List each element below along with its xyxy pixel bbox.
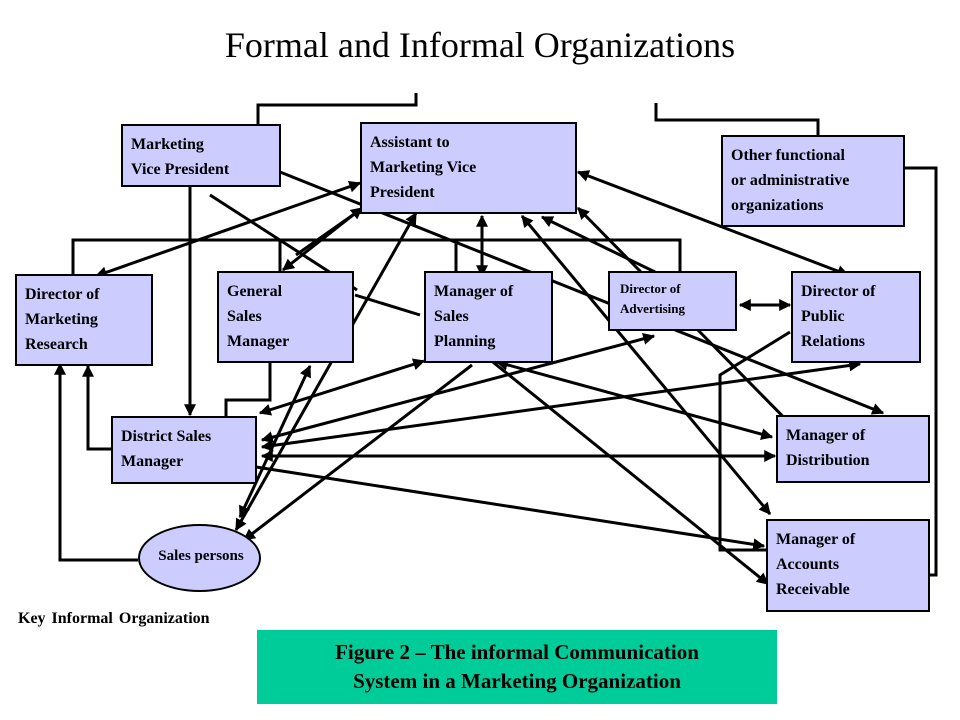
sales-persons-ellipse <box>138 524 261 592</box>
sales-planning-box: Manager of Sales Planning <box>424 271 553 363</box>
informal-line <box>477 348 769 586</box>
key-label: Key Informal Organization <box>18 610 210 627</box>
assistant-vp-box: Assistant to Marketing Vice President <box>360 122 577 214</box>
director-research-box: Director of Marketing Research <box>15 274 153 366</box>
district-sales-box: District Sales Manager <box>111 416 257 484</box>
informal-line <box>94 180 362 279</box>
informal-line <box>82 364 112 451</box>
director-advertising-box: Director of Advertising <box>608 271 737 331</box>
manager-distribution-box: Manager of Distribution <box>776 415 930 483</box>
informal-line <box>243 363 473 542</box>
formal-line-top-left <box>256 93 418 126</box>
director-pr-box: Director of Public Relations <box>791 271 921 363</box>
informal-line <box>258 358 426 416</box>
formal-line-middle-bus <box>71 238 682 276</box>
formal-line-other-functional <box>904 166 938 577</box>
informal-line <box>540 215 656 274</box>
marketing-vp-box: Marketing Vice President <box>121 124 281 187</box>
other-functional-box: Other functional or administrative organ… <box>721 135 905 227</box>
figure-caption: Figure 2 – The informal Communication Sy… <box>257 630 777 704</box>
formal-line-district-sales <box>224 362 272 417</box>
general-sales-box: General Sales Manager <box>217 271 354 363</box>
informal-line <box>495 359 774 440</box>
informal-line <box>54 362 138 562</box>
sales-persons-label: Sales persons <box>158 548 244 564</box>
page-title: Formal and Informal Organizations <box>224 25 736 65</box>
informal-line <box>255 465 766 551</box>
formal-line-top-right <box>654 103 820 137</box>
manager-accounts-box: Manager of Accounts Receivable <box>766 519 930 612</box>
informal-line <box>295 208 361 257</box>
